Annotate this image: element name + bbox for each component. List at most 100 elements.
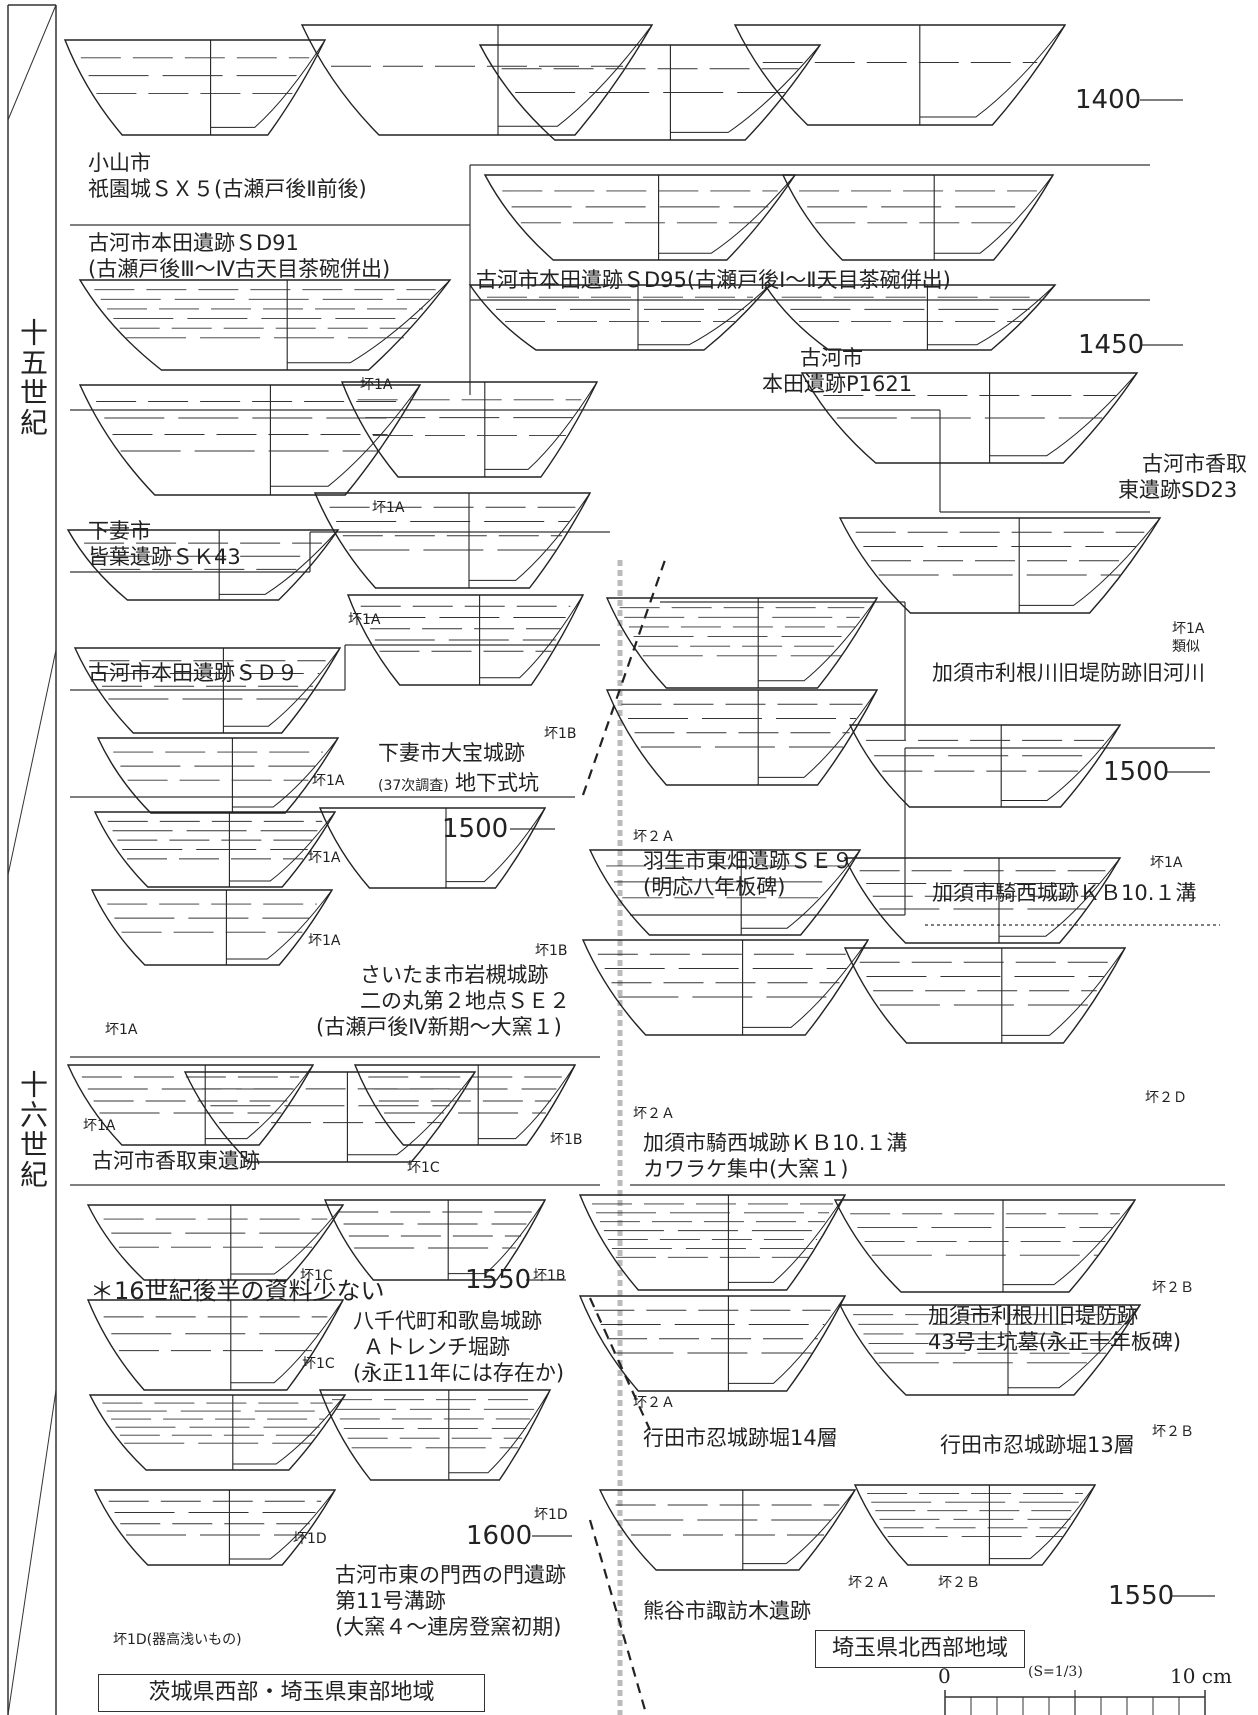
site-label: さいたま市岩槻城跡 xyxy=(360,963,549,987)
type-tag: 坏1B xyxy=(535,943,568,959)
century-label-16th: 十六世紀 xyxy=(16,1070,49,1190)
type-tag: 坏２Ｂ xyxy=(1152,1280,1194,1296)
sherd-profile xyxy=(838,517,1162,614)
year-label-1450: 1450 xyxy=(1078,330,1145,360)
site-label: 古河市香取 xyxy=(1142,452,1247,476)
scale-ten: 10 cm xyxy=(1170,1664,1232,1688)
dashed-connector xyxy=(588,1297,652,1431)
sherd-profile xyxy=(88,1394,347,1471)
site-label: 東遺跡SD23 xyxy=(1118,478,1238,502)
scale-ratio: (S=1/3) xyxy=(1028,1664,1083,1680)
type-tag: 坏1D xyxy=(534,1507,568,1523)
site-label: 古河市 xyxy=(800,346,863,370)
sherd-profile xyxy=(483,174,797,261)
dashed-connector xyxy=(581,559,667,796)
sherd-profile xyxy=(848,724,1122,808)
site-label: 本田遺跡P1621 xyxy=(762,372,913,396)
sherd-profile xyxy=(843,857,1122,944)
type-tag: 坏２Ａ xyxy=(633,1395,675,1411)
sherd-profile xyxy=(340,381,599,478)
sherd-profile xyxy=(96,737,340,814)
type-tag: 坏1D(器高浅いもの) xyxy=(113,1632,242,1648)
year-label-1550: 1550 xyxy=(465,1265,532,1295)
sherd-profile xyxy=(93,1489,337,1566)
site-label: カワラケ集中(大窯１) xyxy=(643,1157,849,1181)
site-label: 行田市忍城跡堀14層 xyxy=(643,1426,838,1450)
site-label: (古瀬戸後Ⅳ新期〜大窯１) xyxy=(316,1015,562,1039)
type-tag: 類似 xyxy=(1172,639,1200,655)
sherd-profile xyxy=(78,279,452,371)
site-label: 熊谷市諏訪木遺跡 xyxy=(643,1599,811,1623)
type-tag: 坏２Ｂ xyxy=(1152,1424,1194,1440)
sherd-profile xyxy=(313,492,592,589)
sherd-profile xyxy=(468,284,772,351)
site-label: 古河市東の門西の門遺跡 xyxy=(335,1563,566,1587)
sherd-profile xyxy=(353,1064,577,1146)
year-label-1400: 1400 xyxy=(1075,85,1142,115)
site-label: 加須市騎西城跡ＫＢ10.１溝 xyxy=(932,881,1197,905)
site-label: (古瀬戸後Ⅲ〜Ⅳ古天目茶碗併出) xyxy=(88,257,391,281)
site-label: 43号土坑墓(永正十年板碑) xyxy=(928,1330,1182,1354)
site-label: 行田市忍城跡堀13層 xyxy=(940,1433,1135,1457)
type-tag: 坏1A xyxy=(1172,621,1205,637)
sherd-profile xyxy=(838,1304,1142,1396)
century-diagonal-1 xyxy=(7,4,57,121)
type-tag: 坏1B xyxy=(533,1268,566,1284)
sherd-profile xyxy=(578,1194,847,1291)
region-box-northwest: 埼玉県北西部地域 xyxy=(815,1630,1026,1668)
site-label: 地下式坑 xyxy=(455,771,539,795)
century-diagonal-3 xyxy=(7,1389,57,1715)
sherd-profile xyxy=(598,1489,857,1571)
site-label: 第11号溝跡 xyxy=(335,1589,446,1613)
sherd-profile xyxy=(853,1484,1097,1566)
scale-zero: 0 xyxy=(938,1664,951,1688)
year-label-1600: 1600 xyxy=(466,1521,533,1551)
region-box-east: 茨城県西部・埼玉県東部地域 xyxy=(98,1674,485,1712)
type-tag: 坏1C xyxy=(300,1268,333,1284)
type-tag: 坏1A xyxy=(105,1022,138,1038)
year-label-1500: 1500 xyxy=(1103,757,1170,787)
note-16c: ＊16世紀後半の資料少ない xyxy=(90,1277,385,1305)
type-tag: 坏２Ａ xyxy=(633,1106,675,1122)
sherd-profile xyxy=(478,44,822,141)
sherd-profile xyxy=(86,1204,345,1281)
sherd-profile xyxy=(581,939,870,1036)
sherd-profile xyxy=(346,594,585,686)
sherd-profile xyxy=(605,689,879,786)
site-label: 加須市利根川旧堤防跡 xyxy=(928,1304,1138,1328)
site-label: 祇園城ＳＸ５(古瀬戸後Ⅱ前後) xyxy=(88,177,367,201)
sherd-profile xyxy=(843,947,1127,1044)
sherd-profile xyxy=(578,1295,847,1392)
site-label: 二の丸第２地点ＳＥ２ xyxy=(360,989,570,1013)
site-label: 下妻市大宝城跡 xyxy=(378,741,525,765)
type-tag: 坏２Ａ xyxy=(848,1575,890,1591)
site-label: (明応八年板碑) xyxy=(643,875,786,899)
type-tag: 坏1A xyxy=(1150,855,1183,871)
type-tag: 坏２Ａ xyxy=(633,829,675,845)
sherd-profile xyxy=(800,372,1139,464)
type-tag: 坏1A xyxy=(372,500,405,516)
sherd-profile xyxy=(90,889,334,966)
site-label: 皆葉遺跡ＳＫ43 xyxy=(88,545,241,569)
site-label: 羽生市東畑遺跡ＳＥ９ xyxy=(643,849,853,873)
sherd-profile xyxy=(605,597,879,689)
site-label: 古河市本田遺跡ＳD95(古瀬戸後Ⅰ〜Ⅱ天目茶碗併出) xyxy=(476,268,951,292)
sherd-profile xyxy=(78,384,422,496)
sherd-profile xyxy=(318,807,547,889)
type-tag: 坏1D xyxy=(293,1531,327,1547)
type-tag: 坏1A xyxy=(348,612,381,628)
site-note: (37次調査) xyxy=(378,778,449,794)
century-label-15th: 十五世紀 xyxy=(16,318,49,438)
type-tag: 坏1B xyxy=(544,726,577,742)
site-label: (大窯４〜連房登窯初期) xyxy=(335,1615,562,1639)
sherd-profile xyxy=(66,1064,315,1146)
sherd-profile xyxy=(73,647,342,734)
site-label: 小山市 xyxy=(88,151,151,175)
type-tag: 坏1C xyxy=(302,1356,335,1372)
site-label: 古河市本田遺跡ＳＤ９ xyxy=(88,661,298,685)
year-label-1550: 1550 xyxy=(1108,1581,1175,1611)
site-label: 古河市香取東遺跡 xyxy=(92,1149,260,1173)
